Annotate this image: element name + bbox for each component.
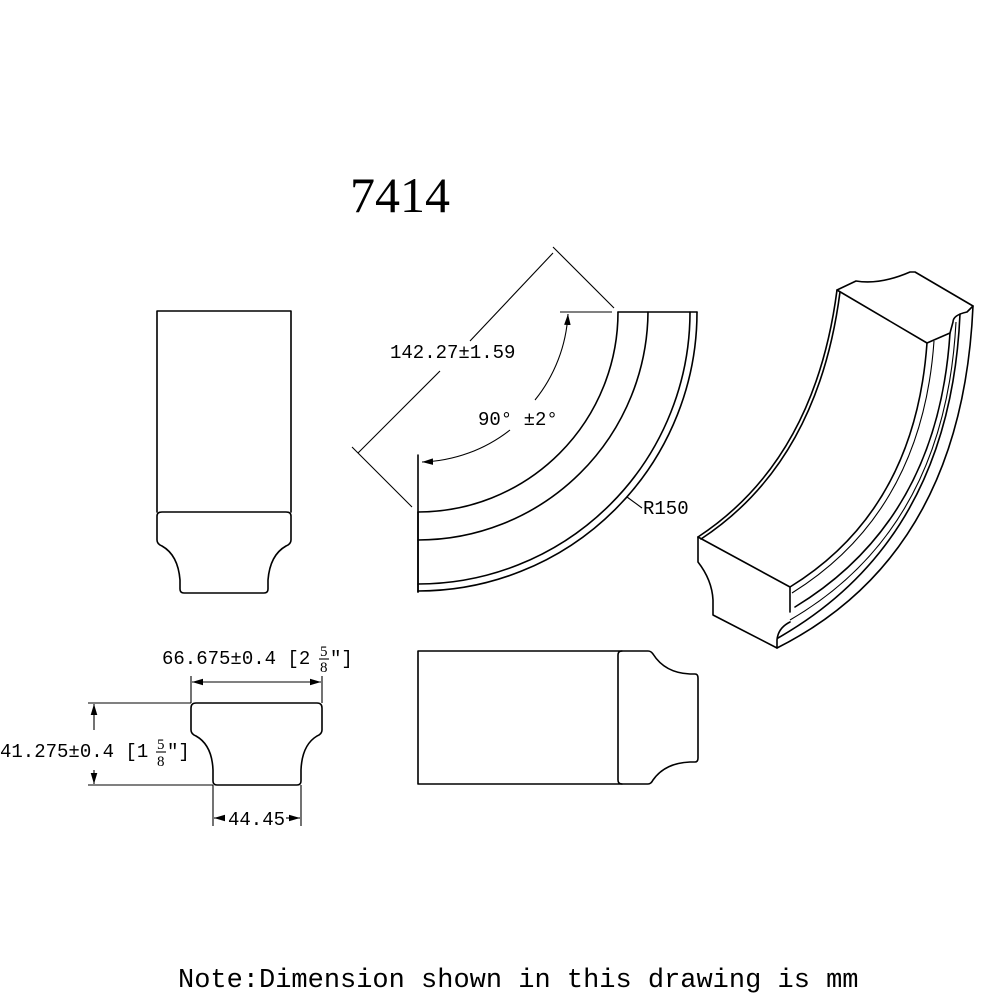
width-dimension: 66.675±0.4 [2 5 8 ″]: [162, 644, 353, 676]
base-width-dimension: 44.45: [228, 809, 285, 831]
units-note: Note:Dimension shown in this drawing is …: [178, 966, 859, 996]
angle-dimension: 90° ±2°: [478, 409, 558, 431]
radius-dimension: R150: [643, 498, 689, 520]
svg-text:8: 8: [157, 754, 165, 770]
front-view: [156, 310, 292, 594]
svg-text:41.275±0.4 [1: 41.275±0.4 [1: [0, 741, 148, 763]
svg-text:5: 5: [320, 644, 328, 660]
svg-text:66.675±0.4 [2: 66.675±0.4 [2: [162, 648, 310, 670]
svg-text:5: 5: [157, 737, 165, 753]
svg-text:″]: ″]: [167, 741, 190, 763]
plan-view: 142.27±1.59 90° ±2° R150: [351, 246, 698, 593]
drawing-title: 7414: [350, 167, 450, 223]
svg-text:8: 8: [320, 660, 328, 676]
side-view: [417, 650, 699, 785]
svg-text:″]: ″]: [330, 648, 353, 670]
isometric-view: [697, 271, 974, 649]
height-dimension: 41.275±0.4 [1 5 8 ″]: [0, 737, 190, 770]
profile-view: 66.675±0.4 [2 5 8 ″] 41.275±0.4 [1 5 8 ″…: [0, 644, 353, 831]
arc-length-dimension: 142.27±1.59: [390, 342, 515, 364]
